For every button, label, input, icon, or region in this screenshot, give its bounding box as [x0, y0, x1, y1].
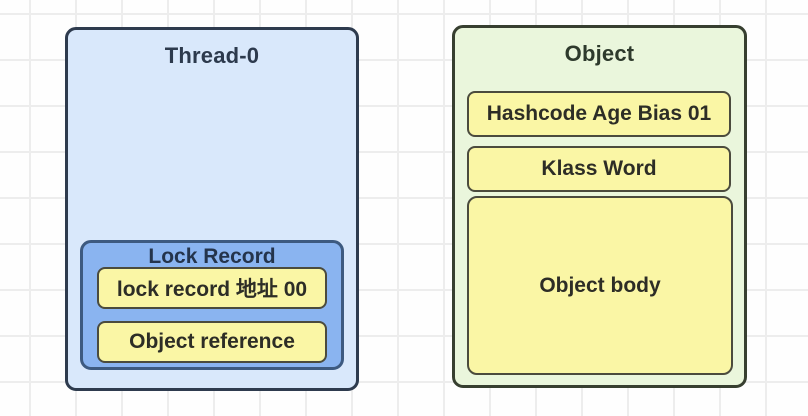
object-body-cell: Object body: [467, 196, 733, 375]
lock-record-address-cell: lock record 地址 00: [97, 267, 327, 309]
object-frame: Object Hashcode Age Bias 01 Klass Word O…: [452, 25, 747, 388]
lock-record-title: Lock Record: [148, 245, 276, 268]
lock-record-group: Lock Record lock record 地址 00 Object ref…: [80, 240, 344, 370]
object-title: Object: [564, 41, 635, 66]
thread-0-title: Thread-0: [164, 43, 260, 68]
klass-word-cell: Klass Word: [467, 146, 731, 192]
object-reference-cell: Object reference: [97, 321, 327, 363]
thread-0-frame: Thread-0 Lock Record lock record 地址 00 O…: [65, 27, 359, 391]
mark-word-hashcode-age-bias-cell: Hashcode Age Bias 01: [467, 91, 731, 137]
